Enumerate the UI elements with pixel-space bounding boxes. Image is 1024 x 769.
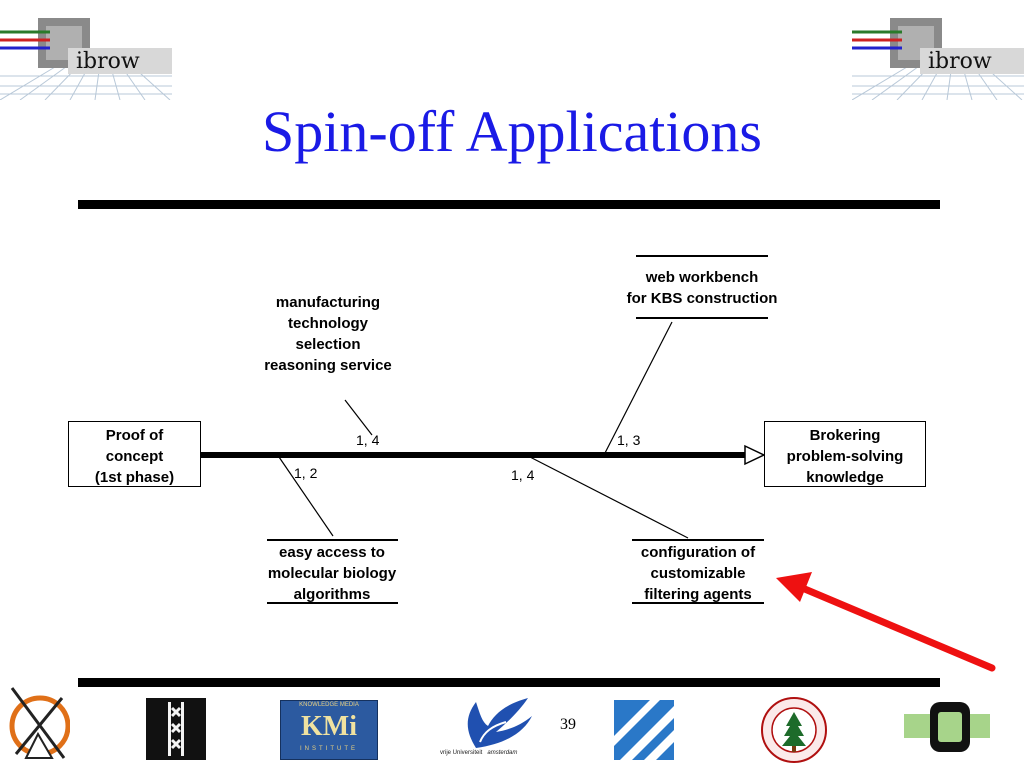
branch-line-top-right xyxy=(604,321,673,454)
kmi-logo-top-text: KNOWLEDGE MEDIA xyxy=(299,702,359,708)
end-node-line-1: Brokering xyxy=(809,427,881,444)
vu-amsterdam-logo: vrije Universiteit amsterdam xyxy=(436,692,548,764)
highlight-arrow-head xyxy=(776,572,812,602)
kmi-logo-bottom-text: INSTITUTE xyxy=(300,746,358,752)
end-node-line-3: knowledge xyxy=(806,469,884,486)
branch-bottom-left-line-3: algorithms xyxy=(293,586,371,603)
branch-line-top-left xyxy=(344,399,373,436)
page-number: 39 xyxy=(560,716,576,733)
ibrow-logo-right: ibrow xyxy=(851,14,1024,101)
uva-logo xyxy=(146,698,206,760)
start-node-line-1: Proof of xyxy=(105,427,164,444)
branch-label-top-right: web workbench for KBS construction xyxy=(602,267,802,309)
vu-logo-text-a: vrije Universiteit xyxy=(440,750,483,756)
ibrow-logo-left-text: ibrow xyxy=(76,49,140,74)
edge-label-bottom-left: 1, 2 xyxy=(294,465,318,481)
branch-line-bottom-left xyxy=(278,456,334,537)
branch-top-left-line-4: reasoning service xyxy=(264,357,392,374)
branch-label-top-left: manufacturing technology selection reaso… xyxy=(238,292,418,376)
kmi-logo: KNOWLEDGE MEDIA KMi INSTITUTE xyxy=(280,700,378,760)
kmi-logo-main-text: KMi xyxy=(301,711,357,742)
edge-label-top-left: 1, 4 xyxy=(356,432,380,448)
start-node: Proof of concept (1st phase) xyxy=(68,421,201,487)
branch-bottom-right-line-3: filtering agents xyxy=(644,586,752,603)
edge-label-bottom-right: 1, 4 xyxy=(511,467,535,483)
branch-top-right-line-2: for KBS construction xyxy=(626,290,778,307)
slide-title: Spin-off Applications xyxy=(262,99,762,164)
end-node: Brokering problem-solving knowledge xyxy=(764,421,926,487)
branch-bottom-left-line-2: molecular biology xyxy=(267,565,397,582)
top-rule xyxy=(78,200,940,209)
branch-top-right-line-1: web workbench xyxy=(645,269,759,286)
start-node-line-2: concept xyxy=(105,448,164,465)
highlight-arrow-shaft xyxy=(796,583,996,672)
branch-bottom-right-line-1: configuration of xyxy=(640,544,756,561)
stripes-logo xyxy=(614,700,674,760)
branch-label-bottom-right: configuration of customizable filtering … xyxy=(608,542,788,605)
branch-top-left-line-1: manufacturing xyxy=(275,294,381,311)
start-node-line-3: (1st phase) xyxy=(94,469,175,486)
branch-top-left-line-3: selection xyxy=(295,336,361,353)
ibrow-logo-right-text: ibrow xyxy=(928,49,992,74)
branch-label-bottom-left: easy access to molecular biology algorit… xyxy=(242,542,422,605)
ibrow-logo-left: ibrow xyxy=(0,14,172,101)
edge-label-top-right: 1, 3 xyxy=(617,432,641,448)
branch-bottom-left-line-1: easy access to xyxy=(279,544,385,561)
windmill-logo xyxy=(6,684,71,760)
branch-top-left-line-2: technology xyxy=(287,315,368,332)
bottom-rule xyxy=(78,678,940,687)
branch-line-bottom-right xyxy=(529,456,689,539)
branch-bottom-right-line-2: customizable xyxy=(650,565,746,582)
green-square-logo xyxy=(904,700,990,756)
spine-arrowhead xyxy=(744,444,766,466)
stanford-seal-logo xyxy=(760,696,828,764)
end-node-line-2: problem-solving xyxy=(786,448,904,465)
vu-logo-text-b: amsterdam xyxy=(487,750,518,756)
